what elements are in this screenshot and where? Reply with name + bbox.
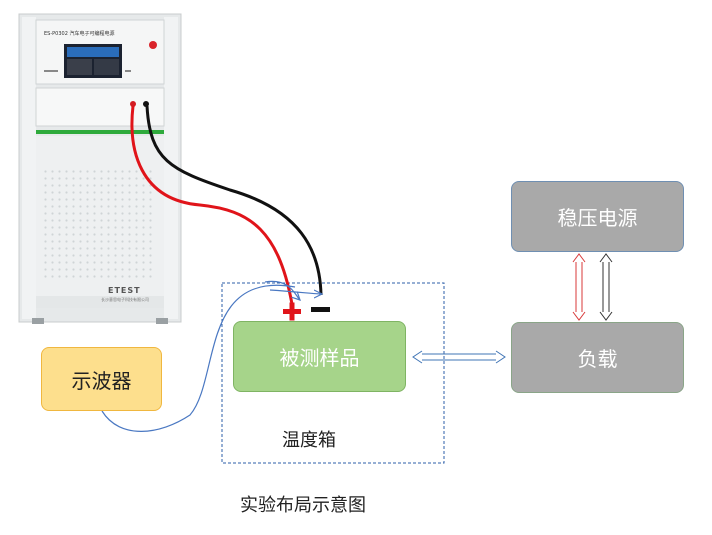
load-node: 负载 <box>511 322 684 393</box>
positive-terminal-icon <box>130 101 136 107</box>
instrument-model-label: ES-P0302 汽车电子可编程电源 <box>44 31 115 37</box>
sample-load-double-arrow <box>412 350 506 364</box>
probe-arrow-negative <box>269 289 322 294</box>
instrument-brand: ETEST <box>108 286 141 295</box>
sample-node: 被测样品 <box>233 321 406 392</box>
sample-label: 被测样品 <box>279 346 360 370</box>
positive-symbol-icon <box>283 302 301 321</box>
instrument-manufacturer: 长沙意思电子科技有限公司 <box>101 297 149 302</box>
emergency-stop-icon <box>149 41 157 49</box>
temperature-chamber-boundary <box>221 282 445 464</box>
psu-load-black-arrow <box>599 253 613 321</box>
oscilloscope-probe-wire <box>101 284 296 432</box>
probe-arrow-positive <box>264 280 300 300</box>
power-supply-label: 稳压电源 <box>557 206 638 230</box>
psu-load-red-arrow <box>572 253 586 321</box>
positive-lead <box>130 105 295 311</box>
programmable-power-supply-cabinet <box>18 13 182 324</box>
negative-terminal-icon <box>143 101 149 107</box>
green-stripe <box>36 130 164 134</box>
negative-lead <box>145 105 323 296</box>
temperature-chamber-label: 温度箱 <box>282 430 336 451</box>
oscilloscope-label: 示波器 <box>71 368 132 393</box>
negative-symbol-icon <box>311 307 330 312</box>
vent-grille <box>44 170 156 282</box>
load-label: 负载 <box>577 347 618 371</box>
diagram-caption: 实验布局示意图 <box>240 495 366 516</box>
power-supply-node: 稳压电源 <box>511 181 684 252</box>
oscilloscope-node: 示波器 <box>41 347 162 411</box>
